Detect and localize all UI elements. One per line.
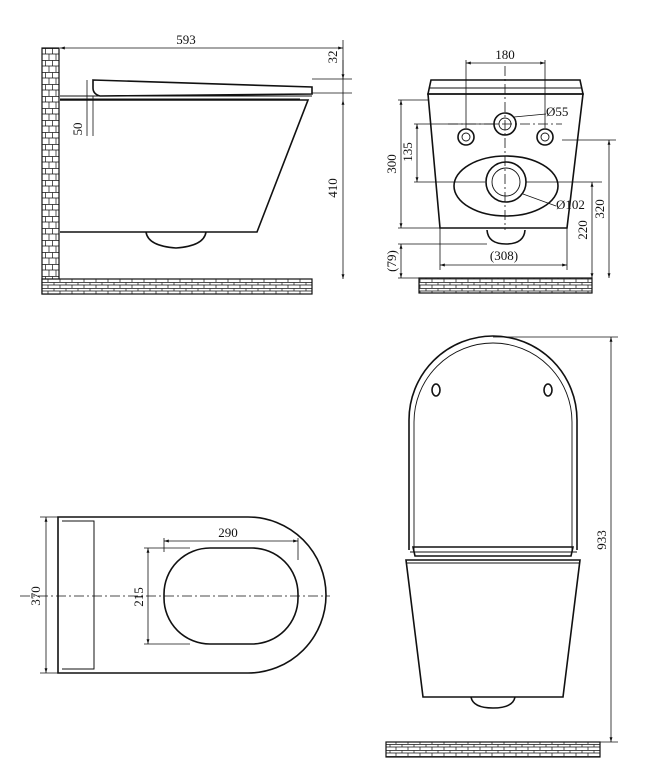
outlet-flange (453, 155, 559, 217)
dim-top-opening-length: 290 (218, 525, 238, 540)
top-seat-hinge (62, 520, 95, 670)
floor-hatch (41, 278, 313, 295)
lid-peg-right (543, 383, 553, 397)
bolt-hole-right (536, 128, 554, 146)
dim-front-bottom-offset: (79) (384, 250, 399, 272)
dim-side-depth: 593 (176, 32, 196, 47)
front-floor-hatch (418, 277, 593, 294)
dim-front-inlet-diameter: Ø55 (546, 104, 568, 119)
upright-lid (408, 335, 578, 550)
dim-front-bottom-width: (308) (490, 248, 518, 263)
wall-hatch (41, 47, 60, 295)
upright-view: 933 (385, 335, 618, 758)
dim-side-seat-thickness: 32 (325, 51, 340, 64)
dim-front-bolt-spacing: 135 (400, 142, 415, 162)
side-view: 593 32 410 50 (41, 32, 352, 295)
dim-side-height: 410 (325, 178, 340, 198)
top-view: 370 290 215 (20, 516, 330, 674)
dim-upright-height: 933 (594, 530, 609, 550)
side-outlet-bulge (145, 231, 207, 249)
front-seat-top (427, 79, 584, 95)
upright-outlet-bulge (470, 696, 516, 709)
front-view: 180 Ø55 135 300 Ø102 220 320 (79) (384, 47, 616, 294)
upright-seat (412, 546, 574, 557)
top-outline (57, 516, 327, 674)
dim-front-outlet-diameter: Ø102 (556, 197, 585, 212)
side-seat-lid (92, 79, 313, 97)
side-bowl-body (60, 99, 310, 233)
front-outlet-bulge (486, 229, 526, 245)
dim-top-width: 370 (28, 586, 43, 606)
dim-front-mount-height: 300 (384, 154, 399, 174)
bolt-hole-left (457, 128, 475, 146)
dim-side-seat-offset: 50 (70, 123, 85, 136)
dim-top-opening-width: 215 (131, 587, 146, 607)
dim-front-flush-spacing: 180 (495, 47, 515, 62)
upright-body (405, 559, 581, 698)
dim-front-total-height: 320 (592, 199, 607, 219)
dim-front-outlet-height: 220 (575, 220, 590, 240)
lid-peg-left (431, 383, 441, 397)
upright-floor-hatch (385, 741, 601, 758)
